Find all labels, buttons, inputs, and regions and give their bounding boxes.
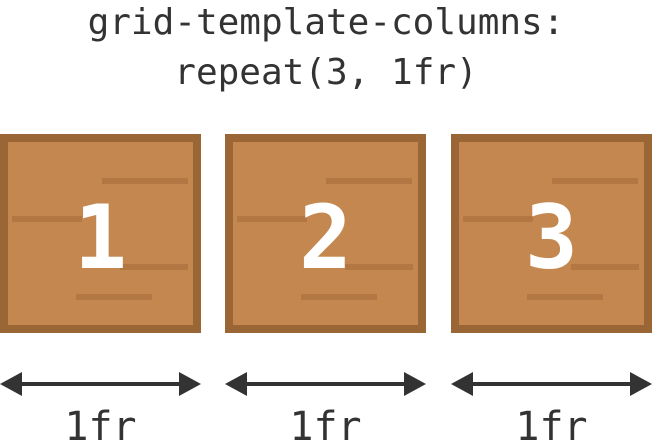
wood-grain — [326, 178, 412, 184]
wood-grain — [463, 216, 533, 222]
wood-grain — [237, 216, 307, 222]
column-3: 3 1fr — [451, 134, 652, 446]
grid-box-label-1: 1 — [74, 186, 127, 289]
column-size-label-1: 1fr — [64, 404, 136, 446]
grid-box-label-2: 2 — [299, 186, 352, 289]
arrowhead-right-2 — [404, 372, 426, 396]
title-line-1: grid-template-columns: — [88, 2, 565, 43]
wood-grain — [102, 178, 188, 184]
arrowhead-right-3 — [630, 372, 652, 396]
arrowhead-left-1 — [0, 372, 22, 396]
grid-box-label-3: 3 — [525, 186, 578, 289]
column-size-label-3: 1fr — [515, 404, 587, 446]
wood-grain — [552, 178, 638, 184]
arrowhead-right-1 — [179, 372, 201, 396]
column-2: 2 1fr — [225, 134, 426, 446]
column-1: 1 1fr — [0, 134, 201, 446]
wood-grain — [301, 294, 377, 300]
arrowhead-left-2 — [225, 372, 247, 396]
wood-grain — [12, 216, 82, 222]
wood-grain — [345, 264, 413, 270]
column-size-label-2: 1fr — [289, 404, 361, 446]
arrowhead-left-3 — [451, 372, 473, 396]
wood-grain — [120, 264, 188, 270]
wood-grain — [571, 264, 639, 270]
wood-grain — [527, 294, 603, 300]
wood-grain — [76, 294, 152, 300]
title-line-2: repeat(3, 1fr) — [174, 52, 477, 93]
